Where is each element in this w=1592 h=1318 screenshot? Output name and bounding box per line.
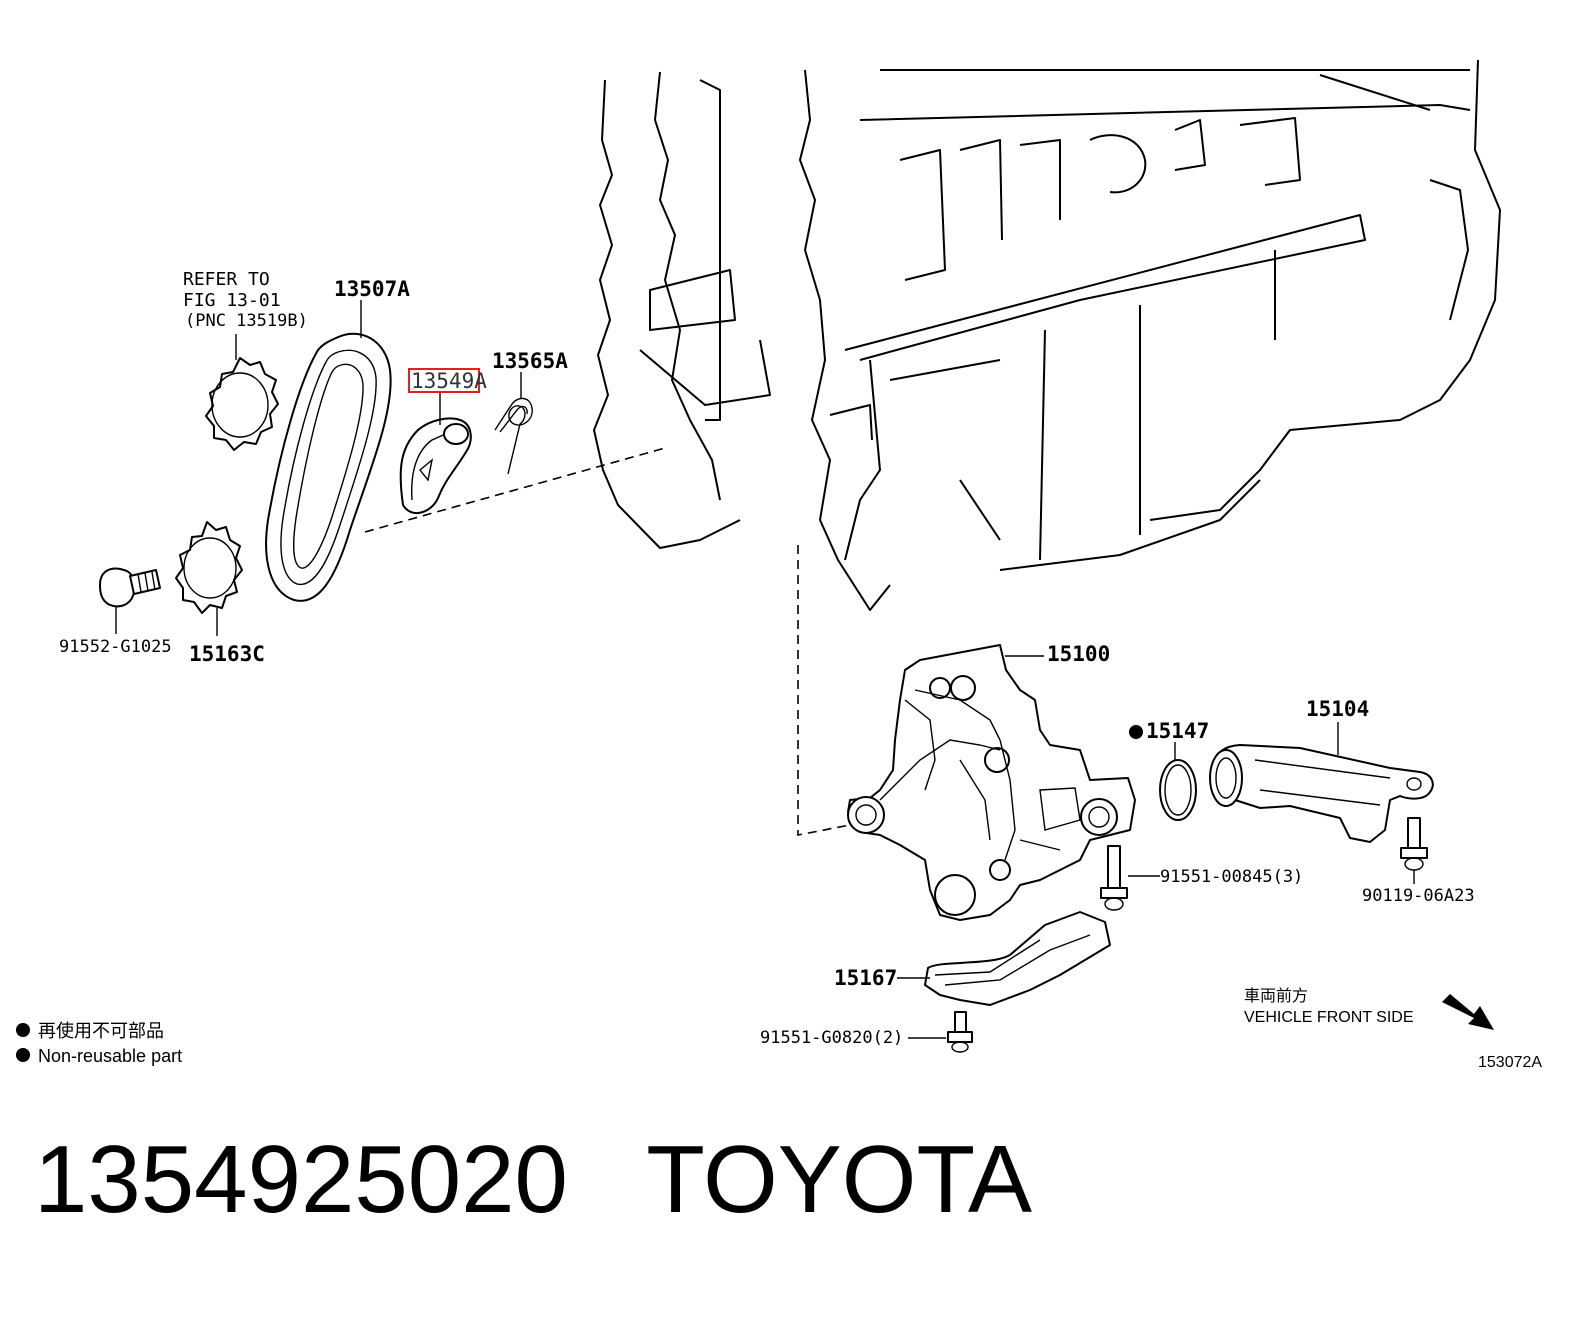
front-arrow-icon — [1442, 994, 1494, 1030]
label-13565A[interactable]: 13565A — [492, 349, 568, 373]
direction-en: VEHICLE FRONT SIDE — [1244, 1009, 1414, 1026]
engine-block — [593, 59, 1501, 611]
legend-dot-en — [16, 1048, 30, 1062]
label-90119-06A23[interactable]: 90119-06A23 — [1362, 886, 1475, 906]
spring-13565A — [494, 397, 533, 475]
camshaft-sprocket — [205, 357, 279, 451]
baffle-plate-15167 — [924, 911, 1111, 1006]
bolt-91551-G0820 — [947, 1011, 973, 1053]
label-91551-G0820[interactable]: 91551-G0820(2) — [760, 1028, 903, 1048]
chain-13507A — [265, 332, 392, 602]
bolt-91551-00845 — [1100, 845, 1128, 911]
refer-line-2: FIG 13-01 — [183, 290, 281, 311]
crank-sprocket-15163C — [175, 521, 243, 614]
oil-strainer-15104 — [1209, 744, 1434, 843]
direction-jp: 車両前方 — [1244, 987, 1308, 1005]
legend-jp: 再使用不可部品 — [38, 1021, 164, 1041]
label-15147[interactable]: 15147 — [1146, 719, 1209, 743]
brand-name: TOYOTA — [646, 1126, 1033, 1233]
part-number: 1354925020 — [34, 1126, 568, 1233]
label-91551-00845[interactable]: 91551-00845(3) — [1160, 867, 1303, 887]
tensioner-arm-13549A — [399, 417, 472, 515]
label-15163C[interactable]: 15163C — [189, 642, 265, 666]
part-number-title: 1354925020 TOYOTA — [34, 1132, 1032, 1228]
legend-dot-jp — [16, 1023, 30, 1037]
phantom-line-tensioner — [364, 447, 666, 533]
label-13507A[interactable]: 13507A — [334, 277, 410, 301]
o-ring-15147 — [1159, 759, 1197, 821]
legend-en: Non-reusable part — [38, 1046, 182, 1066]
bolt-90119 — [1400, 817, 1428, 871]
label-15100[interactable]: 15100 — [1047, 642, 1110, 666]
non-reusable-dot — [1129, 725, 1143, 739]
label-15167[interactable]: 15167 — [834, 966, 897, 990]
refer-line-3: (PNC 13519B) — [185, 311, 308, 331]
bolt-91552 — [99, 567, 161, 608]
label-15104[interactable]: 15104 — [1306, 697, 1369, 721]
refer-line-1: REFER TO — [183, 269, 270, 290]
label-91552-G1025[interactable]: 91552-G1025 — [59, 637, 172, 657]
highlight-box — [408, 368, 480, 393]
oil-pump-15100 — [847, 644, 1136, 921]
phantom-line-pump — [797, 545, 851, 836]
figure-code: 153072A — [1478, 1054, 1542, 1071]
label-13549A[interactable]: 13549A — [411, 369, 487, 393]
